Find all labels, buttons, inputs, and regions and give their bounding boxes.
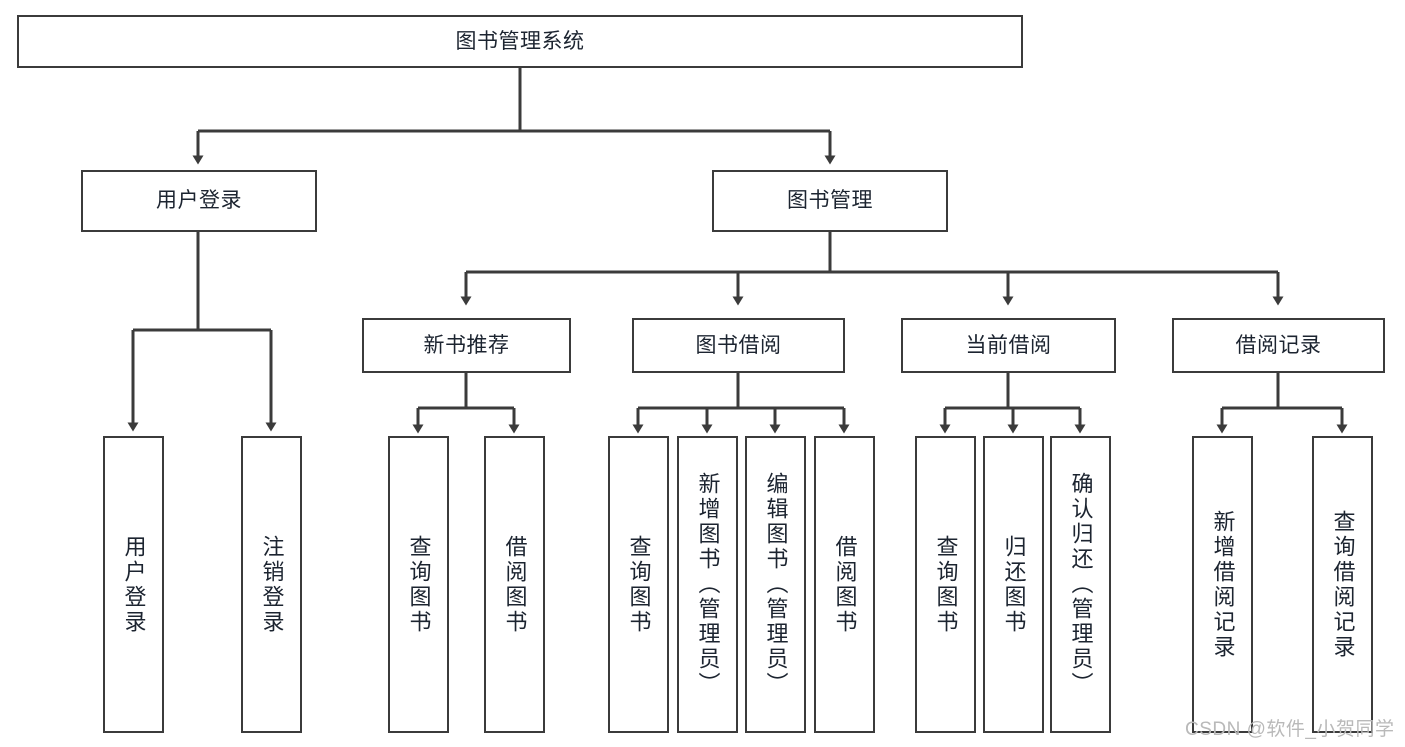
node-root-book-management-system[interactable]: 图书管理系统	[17, 15, 1023, 68]
edge-group-root	[192, 68, 836, 165]
node-leaf-borrow-book-2[interactable]: 借阅图书	[814, 436, 875, 733]
node-new-book-recommend-label: 新书推荐	[423, 333, 510, 357]
node-root-label: 图书管理系统	[455, 29, 585, 53]
node-leaf-query-book-2[interactable]: 查询图书	[608, 436, 669, 733]
node-leaf-confirm-return[interactable]: 确认归还（管理员）	[1050, 436, 1111, 733]
node-borrow-record[interactable]: 借阅记录	[1172, 318, 1385, 373]
edge-group-user-login	[127, 232, 277, 432]
edge-group-current-borrow	[939, 373, 1086, 434]
node-leaf-query-book-2-label: 查询图书	[626, 534, 652, 635]
node-current-borrow[interactable]: 当前借阅	[901, 318, 1116, 373]
node-leaf-borrow-book-2-label: 借阅图书	[832, 534, 858, 635]
node-book-management[interactable]: 图书管理	[712, 170, 948, 232]
node-leaf-user-login[interactable]: 用户登录	[103, 436, 164, 733]
node-book-management-label: 图书管理	[787, 189, 873, 213]
edge-group-borrow-record	[1216, 373, 1348, 434]
node-user-login[interactable]: 用户登录	[81, 170, 317, 232]
node-leaf-query-record-label: 查询借阅记录	[1330, 509, 1356, 660]
node-book-borrow[interactable]: 图书借阅	[632, 318, 845, 373]
node-leaf-borrow-book-1-label: 借阅图书	[502, 534, 528, 635]
node-leaf-query-book-3-label: 查询图书	[933, 534, 959, 635]
node-leaf-return-book-label: 归还图书	[1001, 534, 1027, 635]
node-leaf-query-book-1[interactable]: 查询图书	[388, 436, 449, 733]
node-leaf-logout-label: 注销登录	[259, 534, 285, 635]
edge-group-book-management	[460, 232, 1284, 306]
edge-group-new-book-recommend	[412, 373, 520, 434]
node-leaf-add-book[interactable]: 新增图书（管理员）	[677, 436, 738, 733]
edge-group-book-borrow	[632, 373, 850, 434]
node-leaf-edit-book[interactable]: 编辑图书（管理员）	[745, 436, 806, 733]
node-user-login-label: 用户登录	[156, 189, 242, 213]
node-new-book-recommend[interactable]: 新书推荐	[362, 318, 571, 373]
csdn-watermark: CSDN @软件_小贺同学	[1185, 719, 1395, 740]
node-leaf-query-record[interactable]: 查询借阅记录	[1312, 436, 1373, 733]
node-book-borrow-label: 图书借阅	[695, 333, 782, 357]
node-borrow-record-label: 借阅记录	[1235, 333, 1322, 357]
node-leaf-query-book-3[interactable]: 查询图书	[915, 436, 976, 733]
node-leaf-return-book[interactable]: 归还图书	[983, 436, 1044, 733]
node-leaf-add-record[interactable]: 新增借阅记录	[1192, 436, 1253, 733]
node-leaf-logout[interactable]: 注销登录	[241, 436, 302, 733]
node-leaf-add-book-label: 新增图书（管理员）	[695, 472, 721, 697]
node-leaf-user-login-label: 用户登录	[121, 534, 147, 635]
node-leaf-edit-book-label: 编辑图书（管理员）	[763, 472, 789, 697]
node-leaf-query-book-1-label: 查询图书	[406, 534, 432, 635]
node-leaf-confirm-return-label: 确认归还（管理员）	[1068, 472, 1094, 697]
node-current-borrow-label: 当前借阅	[965, 333, 1052, 357]
node-leaf-add-record-label: 新增借阅记录	[1210, 509, 1236, 660]
node-leaf-borrow-book-1[interactable]: 借阅图书	[484, 436, 545, 733]
